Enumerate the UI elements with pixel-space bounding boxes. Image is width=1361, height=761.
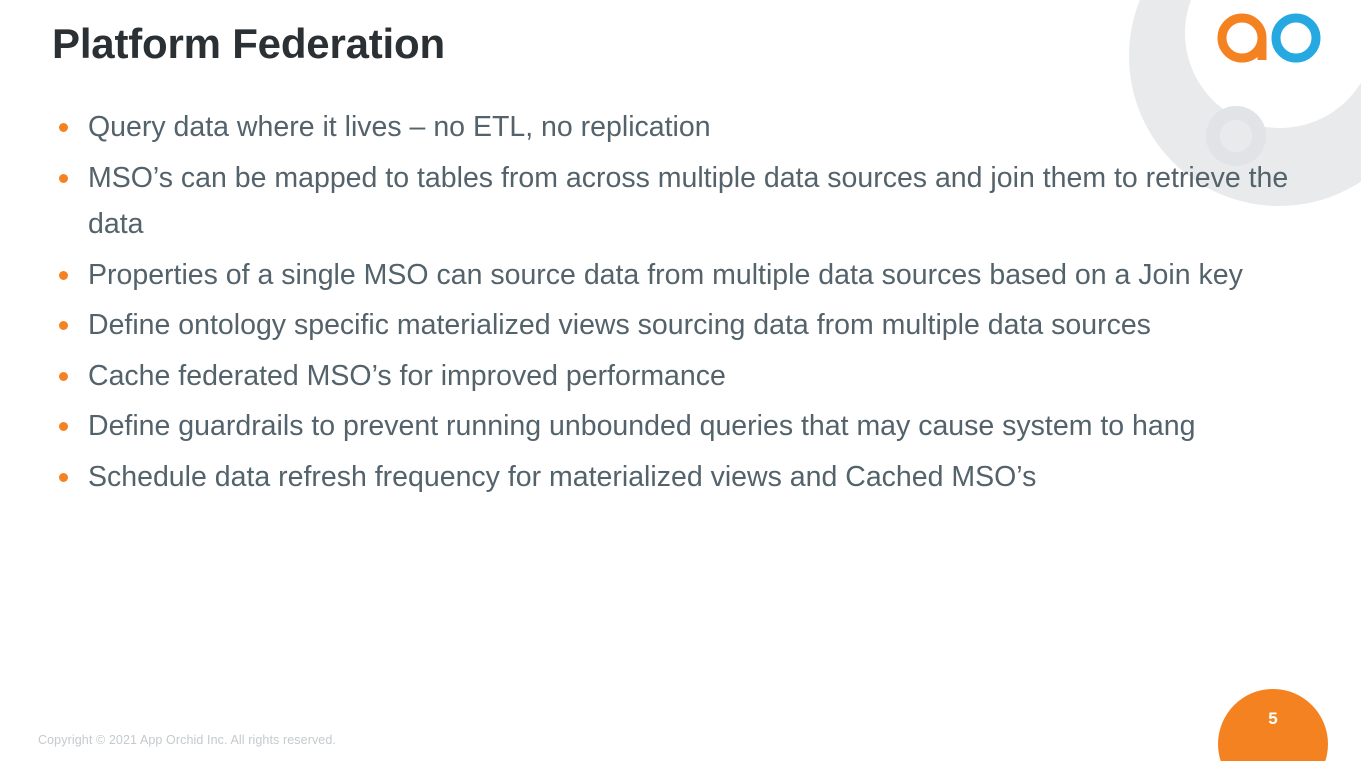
bullet-dot-icon: [59, 123, 68, 132]
bullet-dot-icon: [59, 371, 68, 381]
bullet-dot-icon: [59, 270, 68, 280]
list-item-text: Define guardrails to prevent running unb…: [88, 410, 1196, 442]
list-item: Define ontology specific materialized vi…: [52, 302, 1300, 349]
page-number: 5: [1268, 709, 1278, 728]
copyright-notice: Copyright © 2021 App Orchid Inc. All rig…: [38, 733, 336, 747]
list-item-text: Properties of a single MSO can source da…: [88, 258, 1243, 291]
ao-logo-icon: [1217, 13, 1321, 63]
bullet-dot-icon: [59, 173, 68, 183]
list-item-text: Define ontology specific materialized vi…: [88, 309, 1151, 341]
bullet-dot-icon: [59, 472, 68, 482]
app-orchid-logo: [1213, 11, 1329, 69]
page-number-badge: 5: [1218, 689, 1328, 761]
list-item: Cache federated MSO’s for improved perfo…: [52, 353, 1300, 400]
list-item-text: MSO’s can be mapped to tables from acros…: [88, 161, 1289, 241]
list-item: Define guardrails to prevent running unb…: [52, 403, 1300, 450]
bullet-list: Query data where it lives – no ETL, no r…: [52, 104, 1300, 504]
list-item: Schedule data refresh frequency for mate…: [52, 454, 1300, 501]
list-item-text: Schedule data refresh frequency for mate…: [88, 460, 1037, 493]
list-item: Properties of a single MSO can source da…: [52, 252, 1300, 299]
bullet-dot-icon: [59, 422, 68, 431]
page-title: Platform Federation: [52, 20, 445, 67]
list-item-text: Query data where it lives – no ETL, no r…: [88, 111, 711, 143]
list-item: Query data where it lives – no ETL, no r…: [52, 104, 1300, 151]
list-item: MSO’s can be mapped to tables from acros…: [52, 155, 1300, 248]
bullet-dot-icon: [59, 321, 68, 330]
list-item-text: Cache federated MSO’s for improved perfo…: [88, 359, 726, 392]
